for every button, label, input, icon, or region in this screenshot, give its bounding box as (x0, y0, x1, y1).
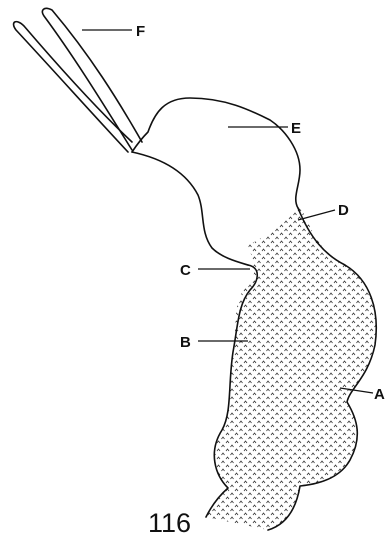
label-a: A (374, 386, 385, 403)
filament-outline-inner (14, 22, 132, 152)
neck-outline (132, 152, 248, 265)
label-f: F (136, 23, 145, 40)
bulb-outline (132, 98, 300, 208)
stipple-texture (200, 200, 386, 543)
label-d: D (338, 202, 349, 219)
figure-number: 116 (148, 508, 191, 538)
label-b: B (180, 334, 191, 351)
label-e: E (291, 120, 301, 137)
label-c: C (180, 262, 191, 279)
